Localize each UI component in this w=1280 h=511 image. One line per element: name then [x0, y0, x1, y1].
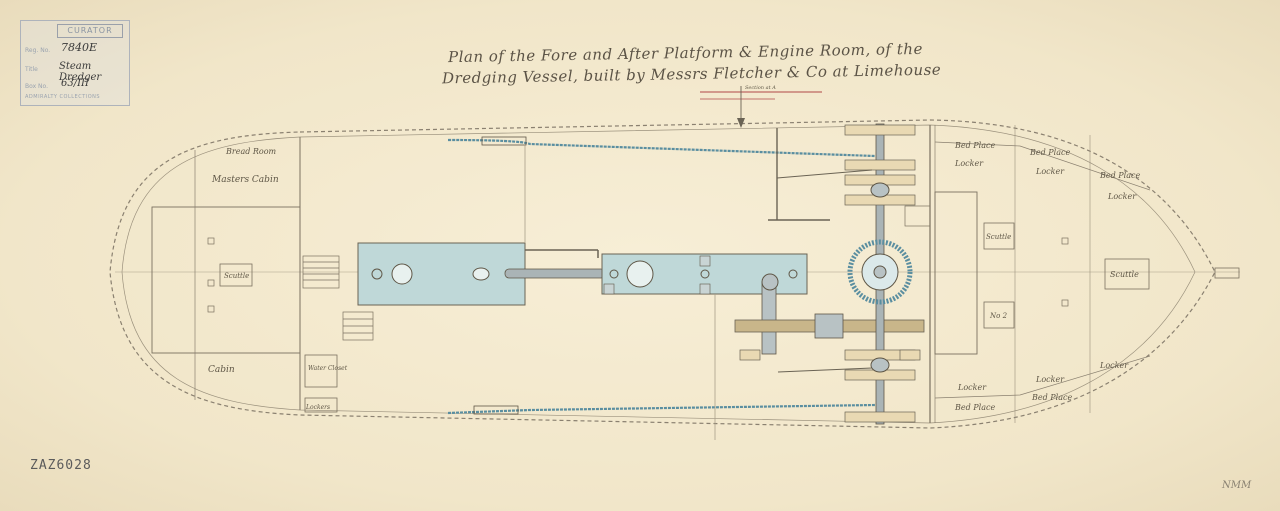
- stamp-reg-label: Reg. No.: [25, 47, 51, 54]
- chain-upper: [447, 138, 876, 158]
- shaft-collar-2: [870, 357, 890, 373]
- beam-pin-3: [788, 269, 798, 279]
- stamp-title-label: Title: [25, 66, 38, 73]
- fore-step: [904, 205, 931, 227]
- label-locker-1: Locker: [954, 159, 984, 168]
- label-masters-cabin: Masters Cabin: [211, 175, 279, 185]
- label-locker-5: Locker: [1035, 375, 1065, 384]
- steam-cylinder: [357, 242, 526, 306]
- water-closet: [304, 354, 338, 388]
- label-bread-room: Bread Room: [225, 147, 277, 156]
- section-arrow: [737, 118, 745, 128]
- lockers-box: [304, 397, 338, 413]
- aft-square-1: [207, 237, 215, 245]
- label-locker-4: Locker: [957, 383, 987, 392]
- signature-mark: NMM: [1222, 480, 1252, 491]
- crank-upright: [761, 281, 777, 355]
- bevel-gear: [847, 239, 913, 305]
- hull-inner: [121, 124, 1196, 424]
- fore-square-2: [1061, 299, 1069, 307]
- hull-outline: [109, 119, 1216, 429]
- fore-bench-upper: [934, 141, 1151, 191]
- crank-hub: [761, 273, 779, 291]
- label-water-closet: Water Closet: [308, 365, 348, 372]
- bearing-blocks: [739, 124, 921, 423]
- label-cabin: Cabin: [208, 365, 235, 375]
- aft-square-2: [207, 305, 215, 313]
- stamp-header: CURATOR: [57, 24, 123, 38]
- bow-sprit-end: [1214, 267, 1240, 279]
- gear-left: [734, 319, 820, 333]
- reference-number: ZAZ6028: [30, 458, 92, 473]
- cylinder-port-3: [472, 267, 490, 281]
- label-locker-6: Locker: [1099, 361, 1129, 370]
- chain-lower: [447, 403, 876, 415]
- side-ladder: [342, 311, 374, 341]
- stamp-footer: ADMIRALTY COLLECTIONS: [25, 94, 101, 100]
- label-scuttle-aft: Scuttle: [224, 272, 249, 280]
- label-bed-place-1: Bed Place: [954, 141, 995, 150]
- lever-arm-lower: [777, 367, 873, 373]
- beam-pin-1: [609, 269, 619, 279]
- aft-ladder: [302, 255, 340, 289]
- label-scuttle-mid: Scuttle: [986, 233, 1011, 241]
- label-locker-2: Locker: [1035, 167, 1065, 176]
- aft-square-3: [207, 279, 215, 287]
- label-locker-3: Locker: [1107, 192, 1137, 201]
- stamp-reg-value: 7840E: [61, 41, 98, 54]
- label-section-note: Section at A: [745, 85, 776, 91]
- beam-pin-2: [700, 269, 710, 279]
- shaft-collar-1: [870, 182, 890, 198]
- label-scuttle-fore: Scuttle: [1110, 270, 1139, 279]
- sheave-lower: [473, 405, 519, 415]
- fore-scuttle-1: [983, 222, 1015, 250]
- label-bed-place-5: Bed Place: [1031, 393, 1072, 402]
- stamp-title-value: Steam Dredger: [59, 61, 102, 83]
- beam-centre: [626, 260, 654, 288]
- fore-scuttle-2: [983, 301, 1015, 329]
- bevel-gear-hub: [873, 265, 887, 279]
- stamp-box-label: Box No.: [25, 83, 49, 90]
- sheave-upper: [481, 136, 527, 146]
- beam-block-2: [699, 283, 711, 295]
- fore-bench-lower: [934, 355, 1151, 399]
- label-bed-place-2: Bed Place: [1029, 148, 1070, 157]
- cylinder-port-2: [391, 263, 413, 285]
- stamp-box-value: 63/III: [61, 78, 89, 89]
- fore-square-1: [1061, 237, 1069, 245]
- beam-block-1: [603, 283, 615, 295]
- beam-block-3: [699, 255, 711, 267]
- label-bed-place-4: Bed Place: [954, 403, 995, 412]
- fore-scuttle-3: [1104, 258, 1150, 290]
- aft-cabin-block: [151, 206, 301, 354]
- label-bed-place-3: Bed Place: [1099, 171, 1140, 180]
- label-no2: No 2: [989, 312, 1008, 320]
- piston-rod: [504, 268, 606, 279]
- label-lockers: Lockers: [305, 404, 330, 411]
- fore-cabin-box: [934, 191, 978, 355]
- gear-centre: [814, 313, 844, 339]
- cylinder-port-1: [371, 268, 383, 280]
- lever-arm: [776, 169, 873, 179]
- curator-stamp: CURATOR Reg. No. 7840E Title Steam Dredg…: [20, 20, 130, 106]
- aft-scuttle: [219, 263, 253, 287]
